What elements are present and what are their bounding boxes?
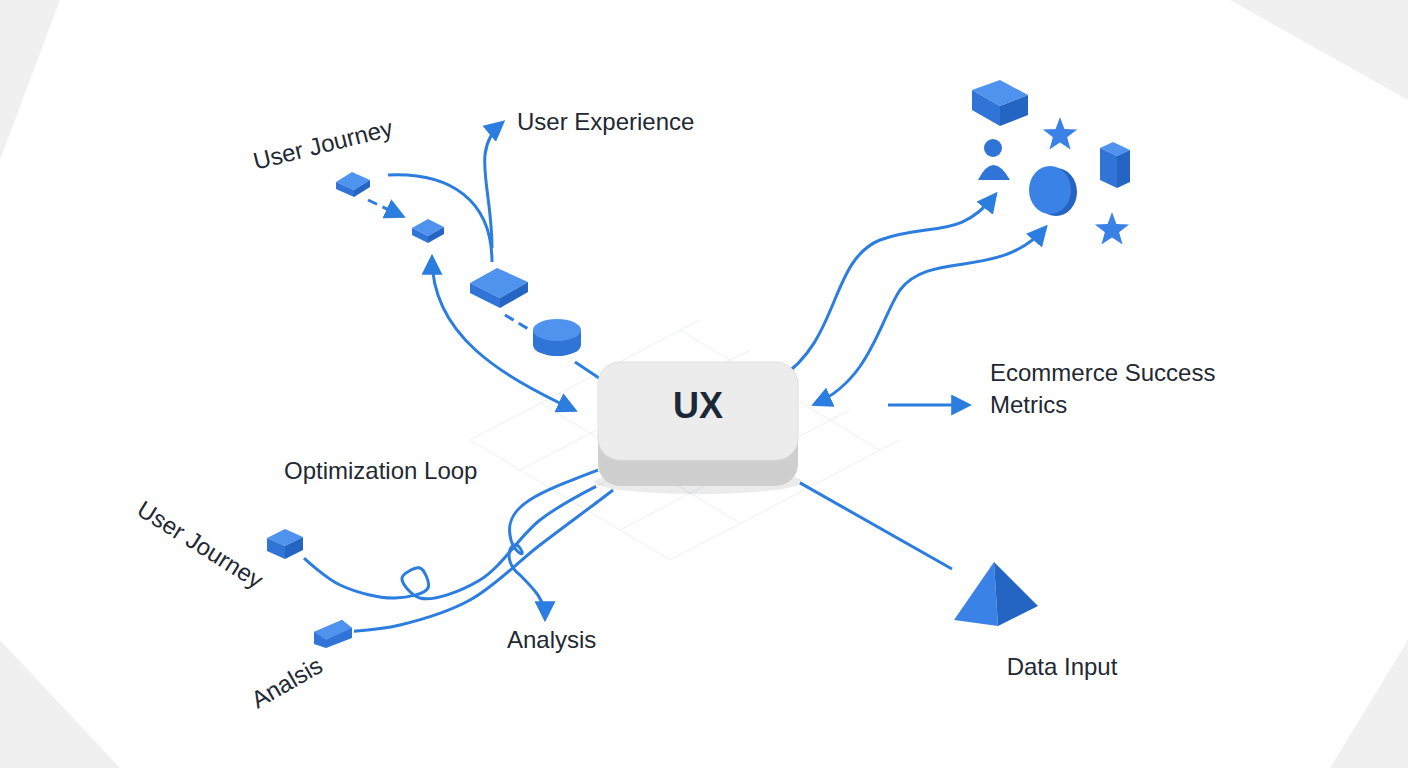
loop-label: Optimization Loop [284, 455, 477, 487]
outcome-label: User Experience [517, 106, 694, 138]
flow-connector [354, 490, 613, 631]
analysis-wedge-shape [312, 618, 354, 650]
journey-cube-shape [266, 528, 304, 560]
shape-part [598, 362, 798, 460]
analysis-wedge: Analsis [312, 618, 354, 650]
loop-label: Analysis [507, 624, 596, 656]
connector-layer [304, 483, 952, 631]
journey-cube: User Journey [266, 528, 304, 560]
flow-arrows [388, 123, 1045, 618]
metric-icons [972, 80, 1130, 245]
shape-part [954, 562, 998, 626]
data-pyramid-shape [952, 560, 1040, 628]
step-label: User Journey [250, 112, 396, 178]
shape-part [994, 562, 1038, 626]
ux-hub-box: UX [596, 360, 800, 490]
node-text: UX [673, 382, 723, 431]
data-pyramid: Data Input [952, 560, 1040, 628]
flow-connector [800, 483, 952, 569]
shape-part [314, 620, 352, 640]
node-text: Analsis [245, 650, 328, 717]
shape-part [267, 538, 285, 559]
node-text: User Journey [131, 493, 269, 596]
shape-part [285, 537, 303, 559]
node-text: Data Input [1007, 651, 1118, 683]
journey-steps [336, 172, 605, 382]
flow-connector [304, 486, 596, 598]
metrics-label: Ecommerce Success Metrics [990, 357, 1260, 422]
shape-part [314, 620, 352, 648]
